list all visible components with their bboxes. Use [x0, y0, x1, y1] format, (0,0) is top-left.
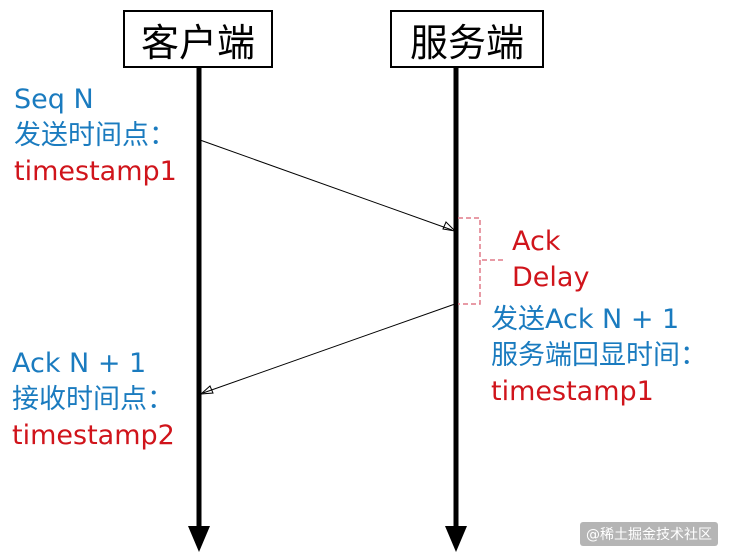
- seq-message-arrowhead: [442, 221, 457, 232]
- client-participant-label: 客户端: [140, 20, 255, 65]
- ack-message-arrowhead: [199, 385, 214, 395]
- server-echo-time-label: 服务端回显时间：: [491, 340, 707, 371]
- client-recv-timestamp: timestamp2: [12, 420, 175, 451]
- ack-delay-label-line1: Ack: [512, 226, 561, 257]
- client-send-time-label: 发送时间点：: [14, 120, 176, 151]
- ack-message-arrow: [202, 303, 456, 394]
- server-send-ack-label: 发送Ack N + 1: [491, 304, 680, 335]
- ack-delay-bracket: [458, 217, 481, 305]
- watermark: @稀土掘金技术社区: [580, 522, 718, 546]
- client-participant-box: 客户端: [123, 10, 273, 68]
- client-recv-time-label: 接收时间点：: [12, 384, 174, 415]
- server-echo-timestamp: timestamp1: [491, 376, 654, 407]
- client-send-seq-label: Seq N: [14, 84, 94, 115]
- client-recv-ack-label: Ack N + 1: [12, 348, 147, 379]
- server-participant-box: 服务端: [390, 10, 544, 68]
- client-lifeline-arrowhead: [188, 526, 210, 552]
- seq-message-arrow: [199, 139, 453, 231]
- ack-delay-label-line2: Delay: [512, 262, 590, 293]
- client-send-timestamp: timestamp1: [14, 156, 177, 187]
- server-lifeline-arrowhead: [445, 526, 467, 552]
- server-participant-label: 服务端: [409, 20, 524, 65]
